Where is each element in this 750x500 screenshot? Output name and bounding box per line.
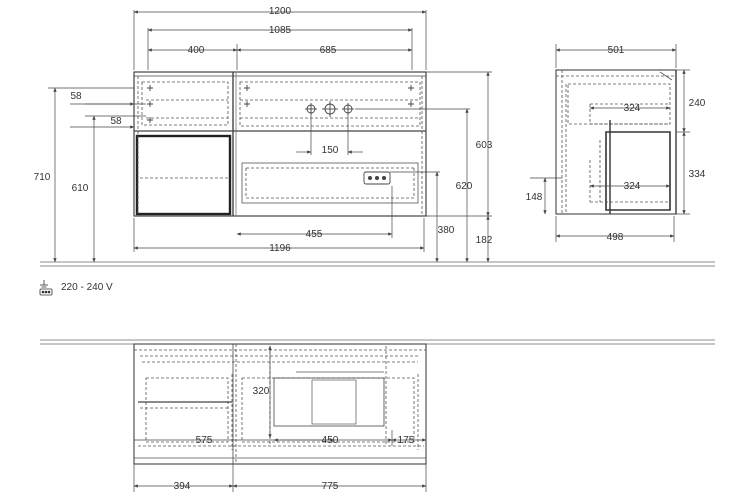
dim-450: 450 (322, 435, 339, 446)
dim-603: 603 (476, 140, 493, 151)
dim-182: 182 (476, 235, 493, 246)
dim-1085: 1085 (269, 25, 292, 36)
dim-400: 400 (188, 45, 205, 56)
dim-710: 710 (34, 172, 51, 183)
left-lower-frame (135, 134, 232, 216)
tap-holes (147, 85, 414, 185)
dim-455: 455 (306, 229, 323, 240)
power-voltage-label: 220 - 240 V (61, 282, 113, 293)
dim-148: 148 (526, 192, 543, 203)
top-view (133, 343, 427, 465)
dim-1196: 1196 (269, 243, 291, 254)
dim-240: 240 (689, 98, 706, 109)
dim-175: 175 (398, 435, 415, 446)
dim-620: 620 (456, 181, 473, 192)
dim-394: 394 (174, 481, 191, 492)
mount-point-icons (147, 85, 414, 123)
top-view-wall (40, 339, 715, 345)
dim-775: 775 (322, 481, 339, 492)
dim-334: 334 (689, 169, 706, 180)
side-view (555, 69, 677, 215)
tap-hole-right-icon (342, 103, 354, 115)
dim-324-lower: 324 (624, 181, 641, 192)
dim-58-lower: 58 (110, 116, 122, 127)
dimension-labels: 1200 1085 400 685 710 610 58 58 150 603 … (34, 6, 706, 492)
front-dimensions (48, 10, 492, 263)
top-dimensions (133, 345, 427, 492)
side-dimensions (530, 44, 690, 242)
top-cabinet-outline (133, 343, 427, 465)
left-upper-drawer (141, 81, 229, 126)
dim-320: 320 (253, 386, 270, 397)
power-socket-icon (363, 171, 391, 185)
front-view (133, 71, 427, 217)
dim-498: 498 (607, 232, 624, 243)
dim-324-upper: 324 (624, 103, 641, 114)
dim-150: 150 (322, 145, 339, 156)
floor-line (40, 261, 715, 267)
socket-ground-icon (39, 280, 53, 296)
dim-1200: 1200 (269, 6, 292, 17)
right-lower-drawer (241, 162, 419, 204)
dim-610: 610 (72, 183, 89, 194)
tap-hole-left-icon (305, 103, 317, 115)
basin-outline (273, 377, 385, 427)
dim-575: 575 (196, 435, 213, 446)
dim-501: 501 (608, 45, 625, 56)
dim-58-upper: 58 (70, 91, 82, 102)
tap-hole-center-icon (322, 101, 338, 117)
dim-380: 380 (438, 225, 455, 236)
front-cabinet-outline (133, 71, 427, 217)
dim-685: 685 (320, 45, 337, 56)
side-cabinet-outline (555, 69, 677, 215)
